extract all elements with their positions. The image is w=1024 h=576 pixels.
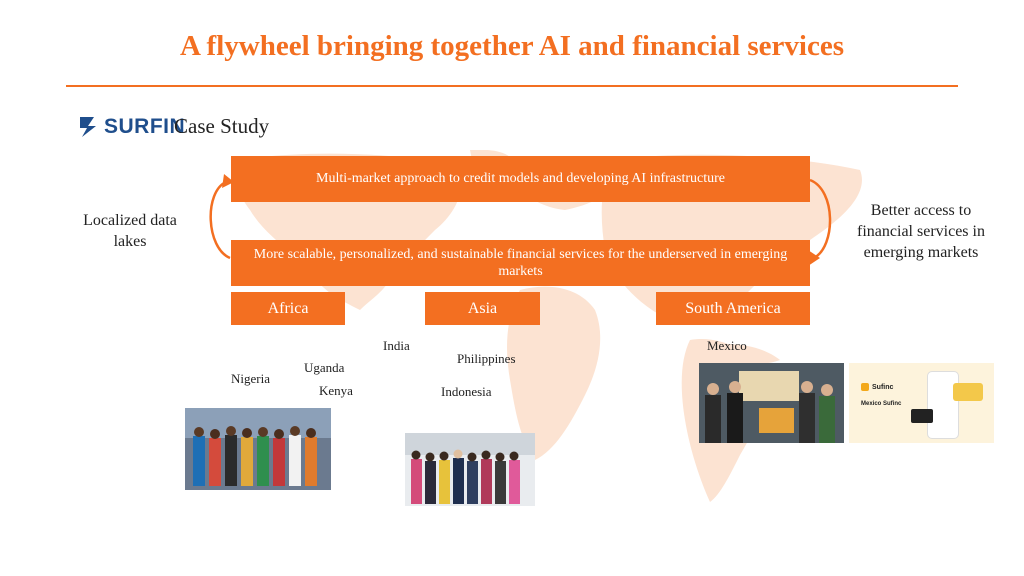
left-cycle-arrow-icon: [209, 174, 234, 260]
asia-team-photo: [405, 433, 535, 506]
flywheel-bottom-box: More scalable, personalized, and sustain…: [231, 240, 810, 286]
country-nigeria: Nigeria: [231, 371, 270, 386]
country-philippines: Philippines: [457, 351, 516, 366]
flywheel-top-box: Multi-market approach to credit models a…: [231, 156, 810, 202]
country-mexico: Mexico: [707, 338, 747, 353]
mexico-app-screenshot: Sufinc Mexico Sufinc: [849, 363, 994, 443]
mexico-team-photo: [699, 363, 844, 443]
dark-card-mockup: [911, 409, 933, 423]
country-indonesia: Indonesia: [441, 384, 492, 399]
localized-data-lakes-label: Localized data lakes: [83, 212, 177, 250]
surfin-logo: SURFIN: [78, 113, 185, 141]
surfin-logo-mark-icon: [80, 117, 96, 137]
case-study-label: Case Study: [174, 114, 270, 138]
logo-text: SURFIN: [104, 115, 186, 138]
sufinc-brand: Sufinc: [872, 383, 894, 391]
africa-team-photo: [185, 408, 331, 490]
country-india: India: [383, 338, 410, 353]
region-south-america: South America: [656, 292, 810, 325]
phone-mockup: [927, 371, 959, 439]
title-divider: [66, 85, 958, 87]
region-africa: Africa: [231, 292, 345, 325]
card-mockup: [953, 383, 983, 401]
region-asia: Asia: [425, 292, 540, 325]
better-access-label: Better access to financial services in e…: [857, 202, 985, 261]
slide-title: A flywheel bringing together AI and fina…: [179, 30, 845, 62]
mexico-sufinc-caption: Mexico Sufinc: [861, 401, 902, 407]
country-kenya: Kenya: [319, 383, 353, 398]
country-uganda: Uganda: [304, 360, 345, 375]
right-cycle-arrow-icon: [808, 178, 832, 266]
sufinc-logo-icon: [861, 383, 869, 391]
